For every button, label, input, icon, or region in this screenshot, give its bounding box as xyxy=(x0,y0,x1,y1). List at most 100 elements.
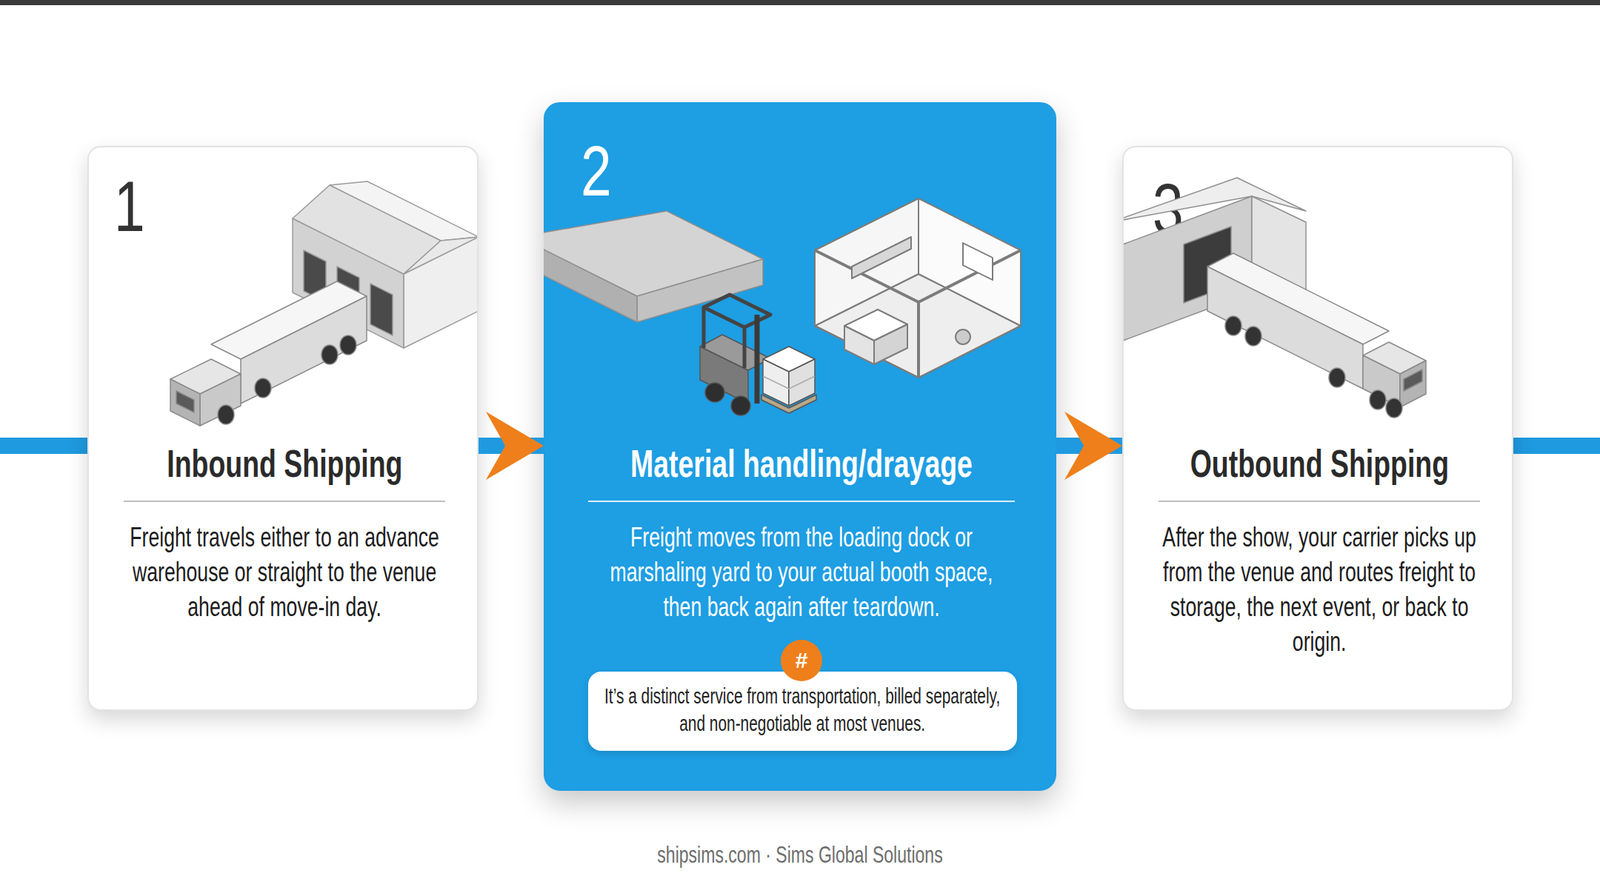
forklift-illustration xyxy=(703,294,771,328)
terminal-illustration xyxy=(1123,177,1306,223)
step-body: Freight moves from the loading dock or m… xyxy=(588,520,1015,625)
forklift-illustration xyxy=(762,376,789,389)
truck-illustration xyxy=(240,296,367,404)
forklift-illustration xyxy=(762,359,789,406)
terminal-illustration xyxy=(1123,196,1252,346)
truck-illustration xyxy=(170,359,241,395)
forklift-illustration xyxy=(788,359,815,406)
title-divider xyxy=(123,500,446,503)
dock-slab-illustration xyxy=(637,259,763,323)
arrow-head xyxy=(1064,411,1123,480)
flow-connector xyxy=(1056,411,1123,480)
note-text: It’s a distinct service from transportat… xyxy=(595,682,1010,738)
arrow-head xyxy=(485,411,544,480)
title-divider xyxy=(588,500,1015,503)
step-title: Material handling/drayage xyxy=(588,441,1015,486)
warehouse-illustration xyxy=(403,237,478,349)
step-number: 1 xyxy=(114,165,146,248)
booth-illustration xyxy=(814,198,919,326)
forklift-illustration xyxy=(700,346,749,404)
terminal-illustration xyxy=(1251,196,1306,319)
step-title: Inbound Shipping xyxy=(123,441,446,486)
title-divider xyxy=(1158,500,1480,503)
step-card: 2Material handling/drayageFreight moves … xyxy=(543,102,1057,792)
forklift-illustration xyxy=(762,346,815,372)
truck-illustration xyxy=(217,405,235,425)
booth-illustration xyxy=(814,250,1021,303)
warehouse-illustration xyxy=(292,181,478,349)
step-title: Outbound Shipping xyxy=(1158,441,1480,486)
dock-slab-illustration xyxy=(543,211,763,323)
note-box: It’s a distinct service from transportat… xyxy=(588,671,1018,752)
forklift-illustration xyxy=(788,376,815,389)
top-bar xyxy=(0,0,1600,6)
forklift-illustration xyxy=(761,394,817,414)
truck-illustration xyxy=(200,374,241,426)
booth-illustration xyxy=(851,237,912,279)
booth-illustration xyxy=(814,250,1021,378)
truck-illustration xyxy=(1385,398,1403,418)
booth-illustration xyxy=(814,274,1021,378)
warehouse-illustration xyxy=(403,237,478,275)
warehouse-illustration xyxy=(329,181,478,241)
step-body: After the show, your carrier picks up fr… xyxy=(1153,520,1486,660)
connector-line xyxy=(478,437,544,455)
terminal-illustration xyxy=(1123,177,1306,346)
truck-illustration xyxy=(1225,316,1242,336)
truck-illustration xyxy=(211,281,367,360)
truck-illustration xyxy=(170,281,367,426)
truck-illustration xyxy=(1400,360,1426,408)
booth-illustration xyxy=(955,329,971,345)
flow-connector xyxy=(478,411,544,480)
truck-illustration xyxy=(1328,368,1346,388)
truck-illustration xyxy=(321,345,338,365)
truck-illustration xyxy=(1207,266,1363,389)
truck-illustration xyxy=(1245,326,1262,346)
truck-illustration xyxy=(170,379,200,426)
truck-illustration xyxy=(1207,253,1426,418)
step-card: 3Outbound ShippingAfter the show, your c… xyxy=(1122,145,1514,712)
terminal-illustration xyxy=(1183,226,1232,303)
truck-illustration xyxy=(1207,253,1389,345)
forklift-illustration xyxy=(705,382,725,403)
booth-illustration xyxy=(844,309,908,341)
forklift-illustration xyxy=(702,307,706,349)
warehouse-illustration xyxy=(292,218,404,349)
step-number: 3 xyxy=(1152,168,1184,250)
booth-illustration xyxy=(844,325,875,365)
truck-illustration xyxy=(1369,390,1386,410)
forklift-illustration xyxy=(742,327,747,369)
step-card: 1Inbound ShippingFreight travels either … xyxy=(87,145,479,712)
booth-illustration xyxy=(814,198,1021,378)
warehouse-illustration xyxy=(292,185,441,275)
forklift-illustration xyxy=(700,294,817,416)
badge-circle: # xyxy=(780,640,823,682)
timeline-line xyxy=(0,437,97,455)
booth-illustration xyxy=(917,302,920,378)
badge-symbol: # xyxy=(780,640,823,682)
forklift-illustration xyxy=(731,396,751,416)
dock-slab-illustration xyxy=(543,237,638,323)
dock-slab-illustration xyxy=(543,211,763,297)
warehouse-illustration xyxy=(303,250,326,303)
timeline-line xyxy=(1503,437,1600,455)
warehouse-illustration xyxy=(370,283,393,336)
truck-illustration xyxy=(254,378,272,398)
truck-illustration xyxy=(1362,355,1400,408)
forklift-illustration xyxy=(700,334,771,371)
booth-illustration xyxy=(918,198,1021,326)
truck-illustration xyxy=(340,335,357,355)
footer-credit: shipsims.com · Sims Global Solutions xyxy=(0,840,1600,870)
truck-illustration xyxy=(176,391,195,413)
booth-illustration xyxy=(874,324,908,365)
booth-illustration xyxy=(962,242,993,280)
forklift-illustration xyxy=(754,314,760,404)
warehouse-illustration xyxy=(337,266,360,319)
connector-line xyxy=(1056,437,1123,455)
warehouse-illustration xyxy=(103,353,478,355)
step-number: 2 xyxy=(580,130,612,212)
step-body: Freight travels either to an advance war… xyxy=(118,520,451,625)
truck-illustration xyxy=(1403,369,1423,392)
truck-illustration xyxy=(1362,342,1426,375)
